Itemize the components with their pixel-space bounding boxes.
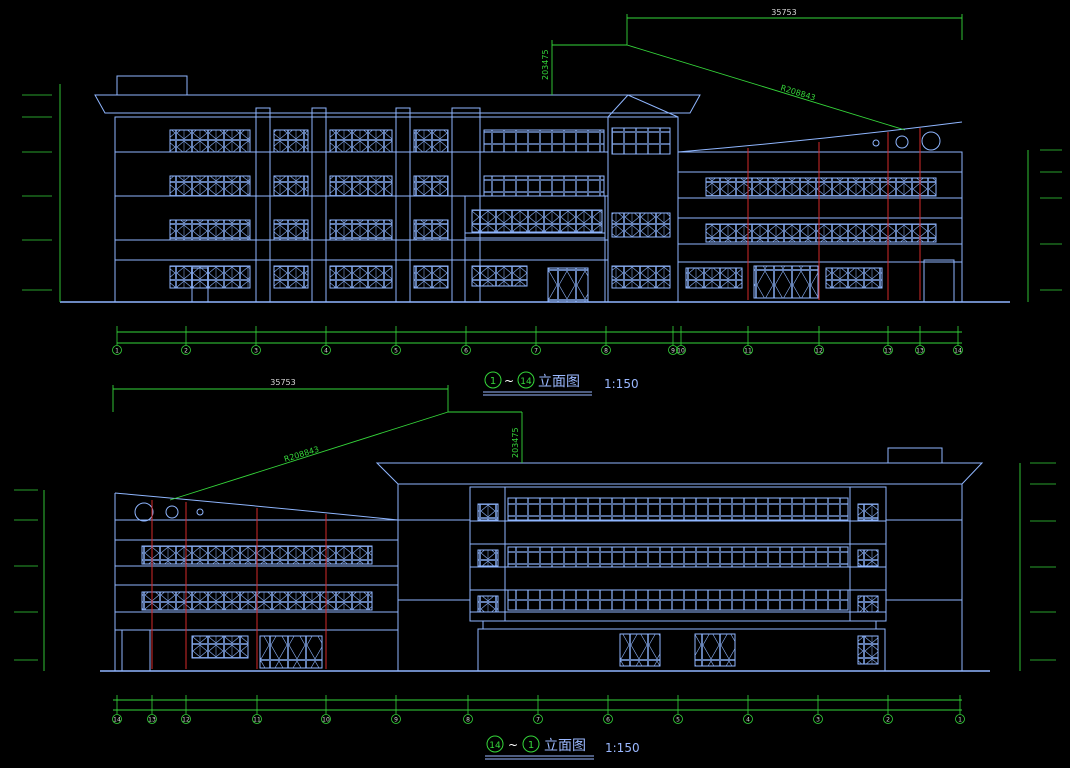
top-axis-label: 6 — [464, 348, 468, 355]
bottom-axis-bubble — [533, 714, 543, 724]
top-elevation — [60, 75, 1010, 303]
bottom-axis-label: 10 — [322, 717, 330, 724]
bottom-axis-bubble — [321, 714, 331, 724]
bottom-title-text: 立面图 — [544, 738, 586, 754]
top-axis-bubble — [251, 345, 261, 355]
bottom-title-sep: ~ — [508, 738, 518, 752]
bottom-axis-label: 3 — [816, 717, 820, 724]
bottom-axis-bubble — [181, 714, 191, 724]
bottom-axis-label: 7 — [536, 717, 540, 724]
bottom-axis-bubble — [603, 714, 613, 724]
top-axis-bubble — [915, 345, 925, 355]
bottom-axis-markers: 14 13 12 11 10 9 8 7 6 5 4 3 2 1 — [112, 695, 965, 724]
top-axis-label: 5 — [394, 348, 398, 355]
bottom-axis-label: 9 — [394, 717, 398, 724]
top-span-label: 35753 — [771, 8, 796, 17]
top-title-text: 立面图 — [538, 374, 580, 390]
bottom-level-marks — [14, 462, 1056, 661]
bottom-axis-label: 8 — [466, 717, 470, 724]
top-axis-label: 12 — [815, 348, 823, 355]
top-axis-bubble — [883, 345, 893, 355]
top-axis-bubble — [321, 345, 331, 355]
bottom-axis-bubble — [955, 714, 965, 724]
bottom-axis-label: 1 — [958, 717, 962, 724]
top-axis-bubble — [743, 345, 753, 355]
top-axis-bubble — [531, 345, 541, 355]
top-elevation-title: 1 ~ 14 立面图 1:150 — [483, 371, 639, 396]
bottom-axis-label: 6 — [606, 717, 610, 724]
top-axis-label: 3 — [254, 348, 258, 355]
bottom-axis-bubble — [112, 714, 122, 724]
top-axis-bubble — [601, 345, 611, 355]
top-axis-label: 9 — [671, 348, 675, 355]
bottom-axis-bubble — [743, 714, 753, 724]
bottom-axis-label: 14 — [113, 717, 121, 724]
bottom-axis-bubble — [391, 714, 401, 724]
top-arc-radius-label: R208843 — [779, 83, 816, 102]
top-axis-bubble — [676, 345, 686, 355]
bottom-elevation — [100, 447, 990, 672]
bottom-axis-bubble — [813, 714, 823, 724]
top-axis-bubble — [668, 345, 678, 355]
bottom-title-scale: 1:150 — [605, 741, 640, 755]
bottom-sagitta-label: 203475 — [511, 427, 520, 458]
bottom-axis-label: 13 — [148, 717, 156, 724]
bottom-axis-bubble — [252, 714, 262, 724]
bottom-axis-label: 11 — [253, 717, 261, 724]
top-title-end: 14 — [520, 377, 532, 387]
bottom-axis-label: 2 — [886, 717, 890, 724]
bottom-dimension-lines — [43, 385, 1021, 711]
top-axis-label: 8 — [604, 348, 608, 355]
bottom-title-end: 1 — [528, 740, 534, 751]
top-axis-bubble — [391, 345, 401, 355]
bottom-axis-label: 4 — [746, 717, 750, 724]
bottom-axis-bubble — [883, 714, 893, 724]
top-title-start: 1 — [490, 376, 496, 387]
top-axis-label: 14 — [954, 348, 962, 355]
top-axis-label: 13 — [884, 348, 892, 355]
top-axis-bubble — [461, 345, 471, 355]
top-axis-bubble — [953, 345, 963, 355]
top-axis-label: 10 — [677, 348, 685, 355]
bottom-title-start: 14 — [489, 741, 501, 751]
bottom-span-label: 35753 — [270, 378, 295, 387]
top-axis-label: 1 — [115, 348, 119, 355]
bottom-arc-radius-label: R208843 — [283, 445, 320, 464]
top-axis-bubble — [814, 345, 824, 355]
bottom-axis-bubble — [463, 714, 473, 724]
top-dimension-lines — [59, 14, 1029, 344]
bottom-dimension-labels: 35753 R208843 203475 — [270, 378, 520, 464]
top-title-sep: ~ — [504, 374, 514, 388]
bottom-axis-bubble — [673, 714, 683, 724]
top-title-scale: 1:150 — [604, 377, 639, 391]
top-axis-bubble — [112, 345, 122, 355]
top-dimension-labels: 35753 R208843 203475 — [541, 8, 817, 102]
top-axis-bubble — [181, 345, 191, 355]
top-axis-label: 11 — [744, 348, 752, 355]
bottom-axis-label: 12 — [182, 717, 190, 724]
bottom-elevation-title: 14 ~ 1 立面图 1:150 — [485, 735, 640, 760]
bottom-axis-bubble — [147, 714, 157, 724]
top-sagitta-label: 203475 — [541, 49, 550, 80]
top-axis-label: 13 — [916, 348, 924, 355]
bottom-axis-label: 5 — [676, 717, 680, 724]
top-level-marks — [22, 94, 1062, 291]
top-axis-label: 2 — [184, 348, 188, 355]
top-axis-label: 4 — [324, 348, 328, 355]
top-axis-label: 7 — [534, 348, 538, 355]
